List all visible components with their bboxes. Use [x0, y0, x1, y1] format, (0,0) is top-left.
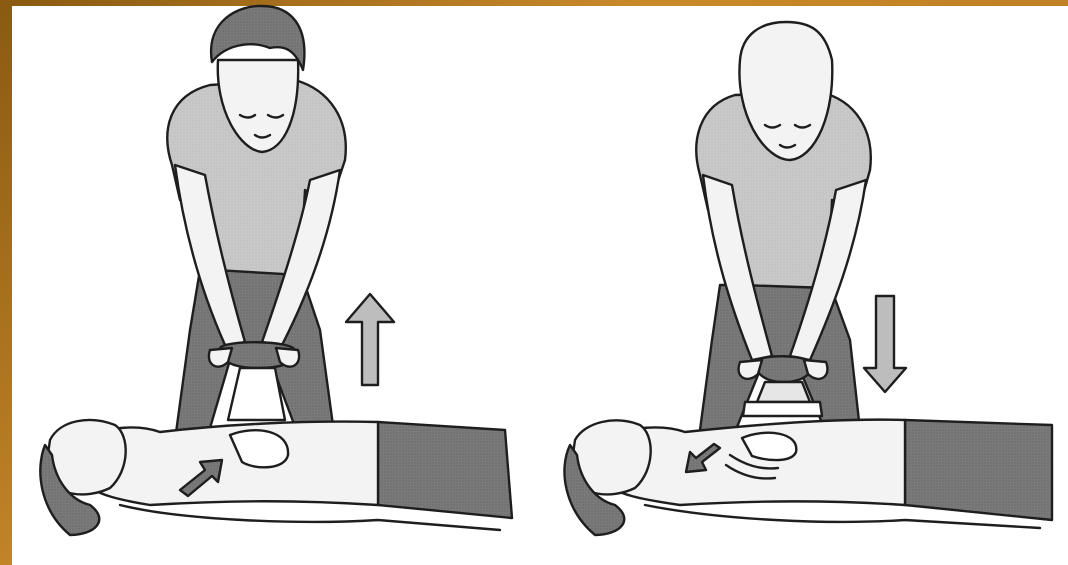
- patient-pants: [378, 422, 512, 518]
- scene-right: [564, 22, 1052, 535]
- scene-left: [40, 6, 512, 535]
- arrow-down-icon: [864, 296, 906, 392]
- patient-pants: [905, 420, 1052, 520]
- arrow-up-icon: [346, 294, 394, 385]
